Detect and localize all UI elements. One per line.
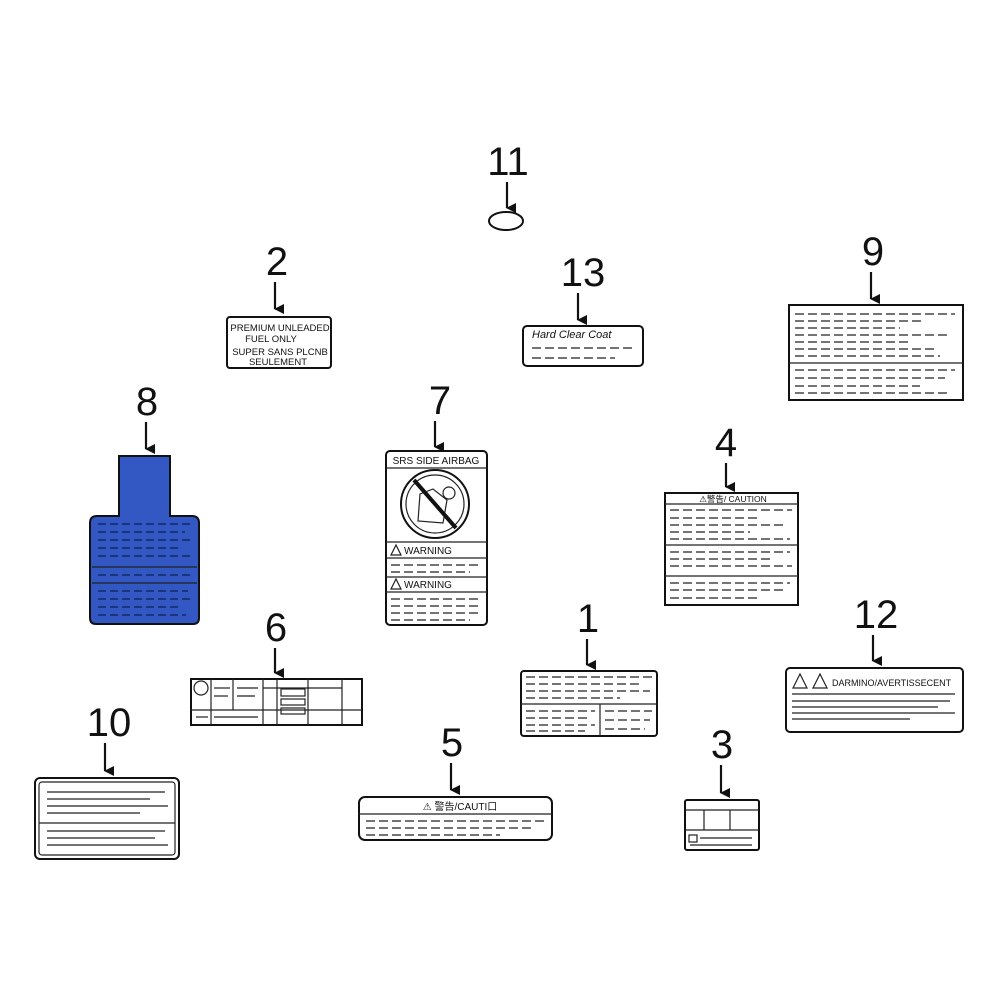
callout-number-8: 8 [136, 380, 158, 424]
airbag-warning-2: WARNING [404, 580, 452, 591]
text-label-10 [34, 777, 180, 860]
part-9[interactable]: 9 [788, 230, 964, 401]
airbag-label [385, 450, 488, 626]
part-8[interactable]: 8 [89, 380, 200, 625]
callout-number-13: 13 [561, 251, 606, 295]
callout-number-7: 7 [429, 379, 451, 423]
callout-number-4: 4 [715, 421, 737, 465]
part-1[interactable]: 1 [520, 597, 658, 737]
part-12[interactable]: 12 DARMINO/AVERTISSECENT [785, 593, 964, 733]
no-rear-facing-child-seat-icon [400, 469, 470, 539]
callout-number-2: 2 [266, 240, 288, 284]
fuel-label-line-4: SEULEMENT [249, 357, 307, 368]
caution-label-4 [664, 492, 799, 606]
callout-number-1: 1 [577, 597, 599, 641]
part-7[interactable]: 7 SRS SIDE AIRBAG WARNING WARNING [385, 379, 488, 626]
paint-label-text: Hard Clear Coat [532, 329, 612, 341]
fuel-label [226, 316, 332, 369]
callout-number-10: 10 [87, 701, 132, 745]
table-label-3 [684, 799, 760, 851]
part-10[interactable]: 10 [34, 701, 180, 860]
caution-5-header: ⚠ 警告/CAUTI口 [423, 800, 498, 813]
caution-4-header: ⚠警告/ CAUTION [699, 494, 767, 504]
highlighted-label-8 [89, 455, 200, 625]
part-4[interactable]: 4 ⚠警告/ CAUTION [664, 421, 799, 606]
warning-triangle-icon [792, 672, 828, 689]
part-6[interactable]: 6 [190, 606, 363, 726]
caution-label-5 [358, 796, 553, 841]
info-label-9 [788, 304, 964, 401]
fuel-label-line-3: SUPER SANS PLCNB [232, 347, 328, 358]
paint-label [522, 325, 644, 367]
airbag-label-title: SRS SIDE AIRBAG [393, 456, 480, 467]
callout-number-12: 12 [854, 593, 899, 637]
oval-sticker [488, 211, 524, 231]
callout-number-5: 5 [441, 721, 463, 765]
callout-number-9: 9 [862, 230, 884, 274]
callout-number-6: 6 [265, 606, 287, 650]
part-11[interactable]: 11 [487, 140, 529, 231]
part-5[interactable]: 5 ⚠ 警告/CAUTI口 [358, 721, 553, 841]
warning-triangle-icon [390, 577, 402, 590]
airbag-warning-1: WARNING [404, 546, 452, 557]
part-2[interactable]: 2 PREMIUM UNLEADED FUEL ONLY SUPER SANS … [226, 240, 332, 369]
callout-number-3: 3 [711, 723, 733, 767]
fuel-label-line-1: PREMIUM UNLEADED [230, 323, 329, 334]
warning-triangle-icon [390, 543, 402, 556]
callout-number-11: 11 [487, 140, 529, 184]
warning-12-header: DARMINO/AVERTISSECENT [832, 678, 952, 688]
fuel-label-line-2: FUEL ONLY [245, 334, 297, 345]
warning-label-12 [785, 667, 964, 733]
part-13[interactable]: 13 Hard Clear Coat [522, 251, 644, 367]
part-3[interactable]: 3 [684, 723, 760, 851]
